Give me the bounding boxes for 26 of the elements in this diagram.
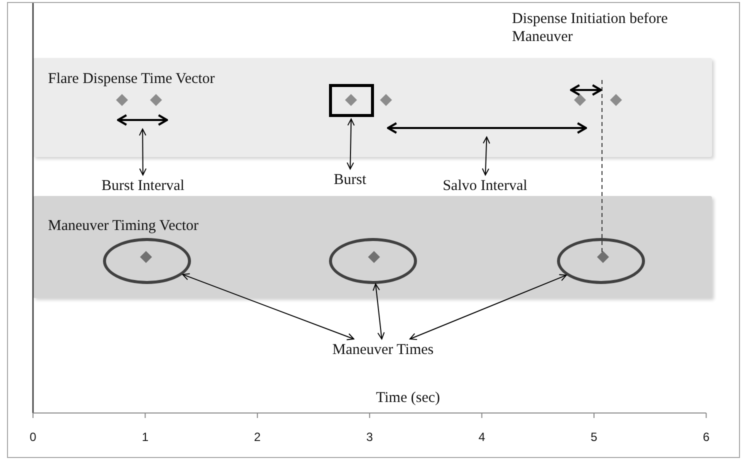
tick-label: 5 (590, 430, 598, 444)
callout-text: Maneuver Times (318, 341, 448, 359)
tick-label: 6 (702, 430, 710, 444)
timeline-band (33, 196, 712, 298)
timeline-band (33, 58, 712, 157)
callout-text: Salvo Interval (430, 177, 540, 195)
tick-label: 4 (478, 430, 486, 444)
band-title: Maneuver Timing Vector (48, 218, 199, 235)
leader-arrow (372, 283, 385, 340)
leader-arrow (482, 136, 490, 176)
leader-arrow (409, 274, 567, 340)
tick-label: 0 (30, 430, 36, 444)
tick-label: 3 (366, 430, 373, 444)
leader-arrow (346, 118, 355, 170)
interval-arrow (386, 121, 588, 135)
callout-text: Burst (325, 171, 375, 189)
interval-arrow (116, 113, 169, 127)
tick-label: 2 (254, 430, 261, 444)
tick-label: 1 (142, 430, 149, 444)
highlight-frame (329, 84, 374, 117)
axis-title: Time (sec) (376, 389, 440, 407)
leader-arrow (182, 273, 354, 340)
callout-text: Burst Interval (88, 177, 198, 195)
leader-arrow (138, 128, 147, 176)
band-title: Flare Dispense Time Vector (48, 71, 215, 88)
annotation-text: Dispense Initiation before Maneuver (512, 10, 669, 46)
